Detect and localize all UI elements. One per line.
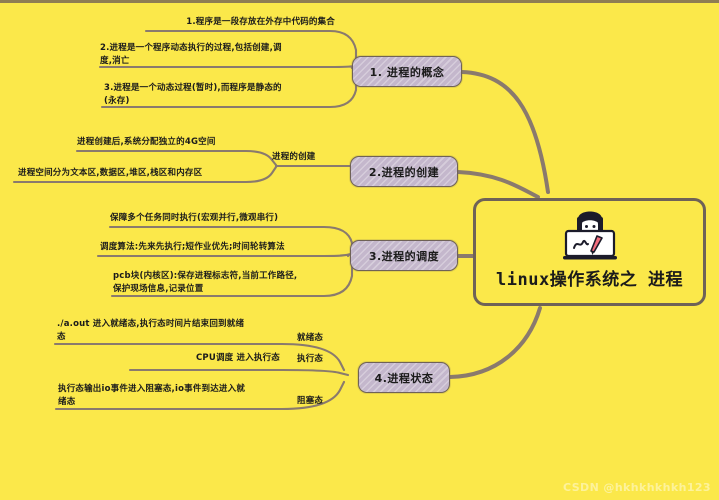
leaf-line-creation-1	[75, 149, 278, 167]
watermark: CSDN @hkhkhkhkh123	[563, 481, 711, 494]
person-with-whiteboard-and-pen-icon	[562, 211, 617, 260]
leaf-line-sched-2	[96, 253, 351, 258]
leaf-scheduling-3: pcb块(内核区):保存进程标志符,当前工作路径, 保护现场信息,记录位置	[113, 271, 298, 294]
leaf-concept-2: 2.进程是一个程序动态执行的过程,包括创建,调 度,消亡	[100, 43, 282, 66]
connector-states-to-central	[448, 306, 542, 379]
canvas-top-edge	[0, 0, 719, 3]
connector-creation-to-central	[456, 170, 540, 199]
topic-node-states-label: 4.进程状态	[374, 371, 434, 385]
topic-node-creation-label: 2.进程的创建	[368, 165, 440, 179]
central-node[interactable]: linux操作系统之 进程	[473, 198, 706, 306]
connector-concept-to-central	[460, 70, 550, 194]
central-node-title: linux操作系统之 进程	[496, 270, 683, 290]
edge-label-creation: 进程的创建	[272, 152, 316, 162]
edge-label-state-ready: 就绪态	[297, 333, 324, 343]
topic-node-scheduling-label: 3.进程的调度	[368, 249, 440, 263]
leaf-concept-1: 1.程序是一段存放在外存中代码的集合	[186, 17, 335, 27]
topic-node-scheduling[interactable]: 3.进程的调度	[350, 240, 458, 271]
leaf-line-state-2	[128, 368, 350, 377]
leaf-creation-2: 进程空间分为文本区,数据区,堆区,栈区和内存区	[18, 168, 203, 178]
topic-node-concept-label: 1. 进程的概念	[369, 65, 445, 79]
leaf-creation-1: 进程创建后,系统分配独立的4G空间	[77, 137, 216, 147]
topic-node-states[interactable]: 4.进程状态	[358, 362, 450, 393]
edge-label-state-blocked: 阻塞态	[297, 396, 324, 406]
topic-node-creation[interactable]: 2.进程的创建	[350, 156, 458, 187]
leaf-concept-3: 3.进程是一个动态过程(暂时),而程序是静态的 (永存)	[104, 83, 282, 106]
leaf-state-1: ./a.out 进入就绪态,执行态时间片结束回到就绪 态	[57, 319, 245, 342]
leaf-scheduling-2: 调度算法:先来先执行;短作业优先;时间轮转算法	[100, 242, 285, 252]
leaf-state-2: CPU调度 进入执行态	[195, 353, 280, 363]
leaf-scheduling-1: 保障多个任务同时执行(宏观并行,微观串行)	[110, 213, 279, 223]
leaf-state-3: 执行态输出io事件进入阻塞态,io事件到达进入就 绪态	[58, 384, 246, 407]
topic-node-concept[interactable]: 1. 进程的概念	[352, 56, 462, 87]
edge-label-state-running: 执行态	[297, 354, 324, 364]
